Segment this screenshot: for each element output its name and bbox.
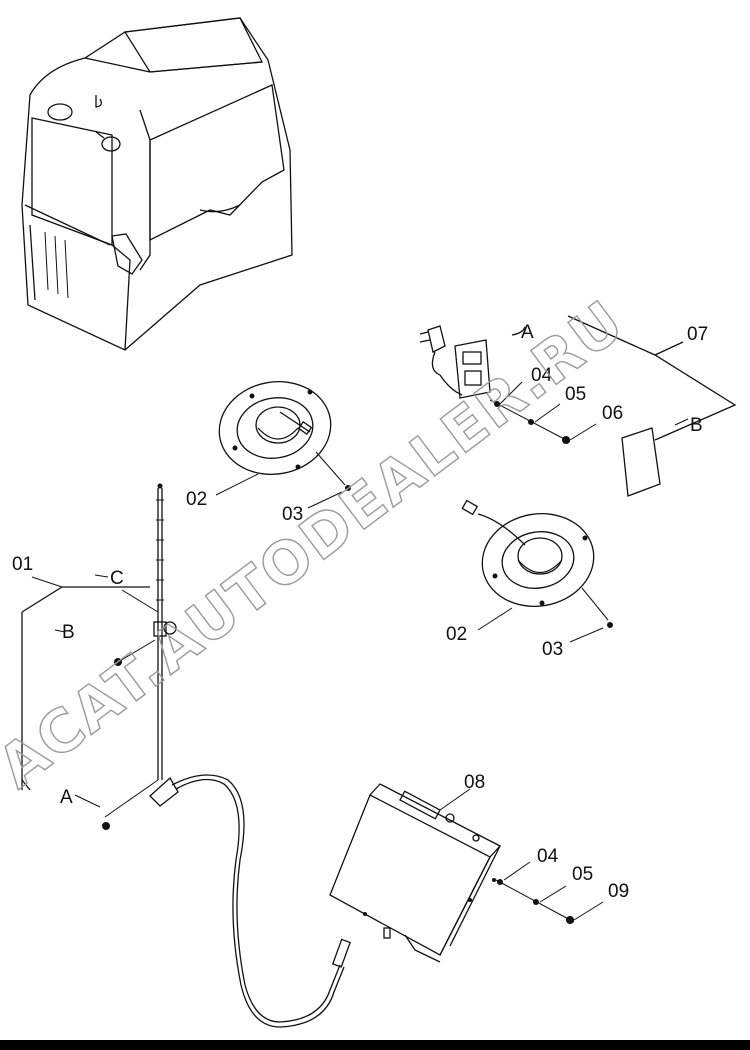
ref-letter-b-left: B <box>62 622 75 643</box>
ref-letter-a-bottom: A <box>60 787 73 808</box>
fastener-chain-bottom <box>495 861 604 924</box>
speaker-upper <box>215 381 351 509</box>
cab-reference-box <box>21 574 159 818</box>
watermark-text: ACAT.AUTODEALER.RU <box>0 287 637 801</box>
label-03-lower: 03 <box>542 639 563 660</box>
bottom-border <box>0 1040 750 1050</box>
fastener-chain-top <box>489 381 597 444</box>
label-02-lower: 02 <box>446 624 467 645</box>
antenna <box>102 483 179 830</box>
label-08: 08 <box>464 772 485 793</box>
antenna-cable <box>171 774 351 1028</box>
label-06: 06 <box>602 403 623 424</box>
label-03-upper: 03 <box>282 504 303 525</box>
label-04-bottom: 04 <box>537 846 559 867</box>
label-01: 01 <box>12 554 33 575</box>
label-04-top: 04 <box>531 365 553 386</box>
speaker-lower <box>461 499 613 643</box>
label-05-bottom: 05 <box>572 864 593 885</box>
ref-letter-a-top: A <box>521 322 534 343</box>
label-plate <box>621 418 689 497</box>
harness-assembly <box>419 315 737 441</box>
part-labels: 01 02 03 02 03 04 05 06 07 08 04 05 09 A… <box>12 322 708 902</box>
cab-illustration <box>21 17 293 351</box>
ref-letter-b-right: B <box>690 415 703 436</box>
label-05-top: 05 <box>565 384 586 405</box>
radio-unit <box>329 783 502 963</box>
ref-letter-c: C <box>110 568 124 589</box>
label-07: 07 <box>687 324 708 345</box>
label-09: 09 <box>608 881 629 902</box>
label-02-upper: 02 <box>186 489 207 510</box>
